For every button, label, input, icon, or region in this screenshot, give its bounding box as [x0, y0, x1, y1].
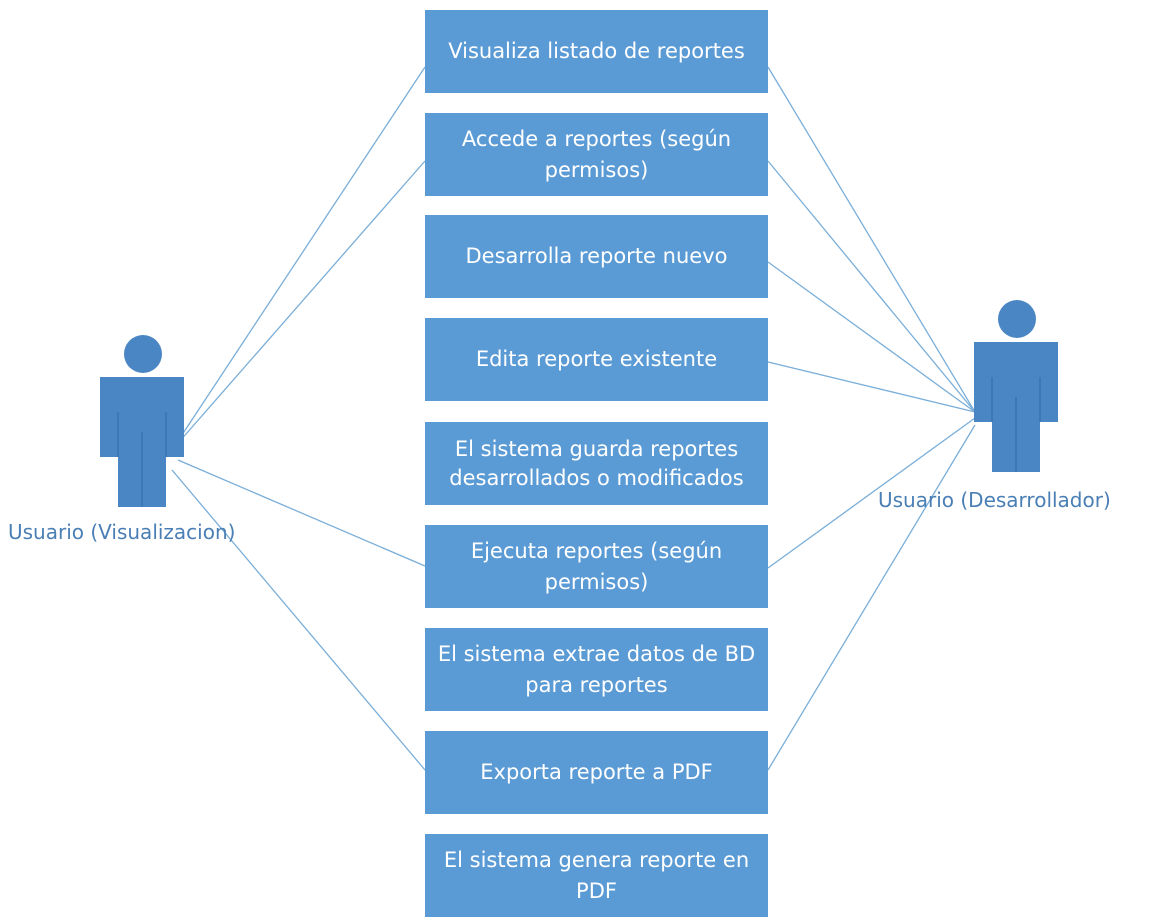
line-desarrollador-exporta: [767, 424, 976, 771]
usecase-accede-reportes[interactable]: Accede a reportes (según permisos): [425, 113, 768, 196]
actor-desarrollador-label: Usuario (Desarrollador): [878, 488, 1111, 512]
line-desarrollador-edita: [767, 361, 976, 413]
usecase-guarda-reportes[interactable]: El sistema guarda reportes desarrollados…: [425, 422, 768, 505]
line-desarrollador-ejecuta: [767, 417, 976, 569]
usecase-edita-reporte[interactable]: Edita reporte existente: [425, 318, 768, 401]
usecase-extrae-datos[interactable]: El sistema extrae datos de BD para repor…: [425, 628, 768, 711]
usecase-ejecuta-reportes[interactable]: Ejecuta reportes (según permisos): [425, 525, 768, 608]
usecase-genera-pdf[interactable]: El sistema genera reporte en PDF: [425, 834, 768, 917]
line-desarrollador-desarrolla: [767, 261, 976, 413]
line-visualizacion-visualiza-listado: [171, 66, 426, 451]
usecase-desarrolla-reporte[interactable]: Desarrolla reporte nuevo: [425, 215, 768, 298]
line-visualizacion-ejecuta: [177, 459, 426, 567]
line-desarrollador-accede: [767, 160, 976, 413]
line-visualizacion-exporta: [171, 469, 426, 771]
usecase-visualiza-listado[interactable]: Visualiza listado de reportes: [425, 10, 768, 93]
usecase-exporta-pdf[interactable]: Exporta reporte a PDF: [425, 731, 768, 814]
actor-desarrollador-icon: [974, 300, 1058, 472]
line-visualizacion-accede: [171, 160, 426, 451]
line-desarrollador-visualiza-listado: [767, 66, 976, 413]
actor-visualizacion-icon: [100, 335, 184, 507]
actor-visualizacion-label: Usuario (Visualizacion): [8, 520, 236, 544]
